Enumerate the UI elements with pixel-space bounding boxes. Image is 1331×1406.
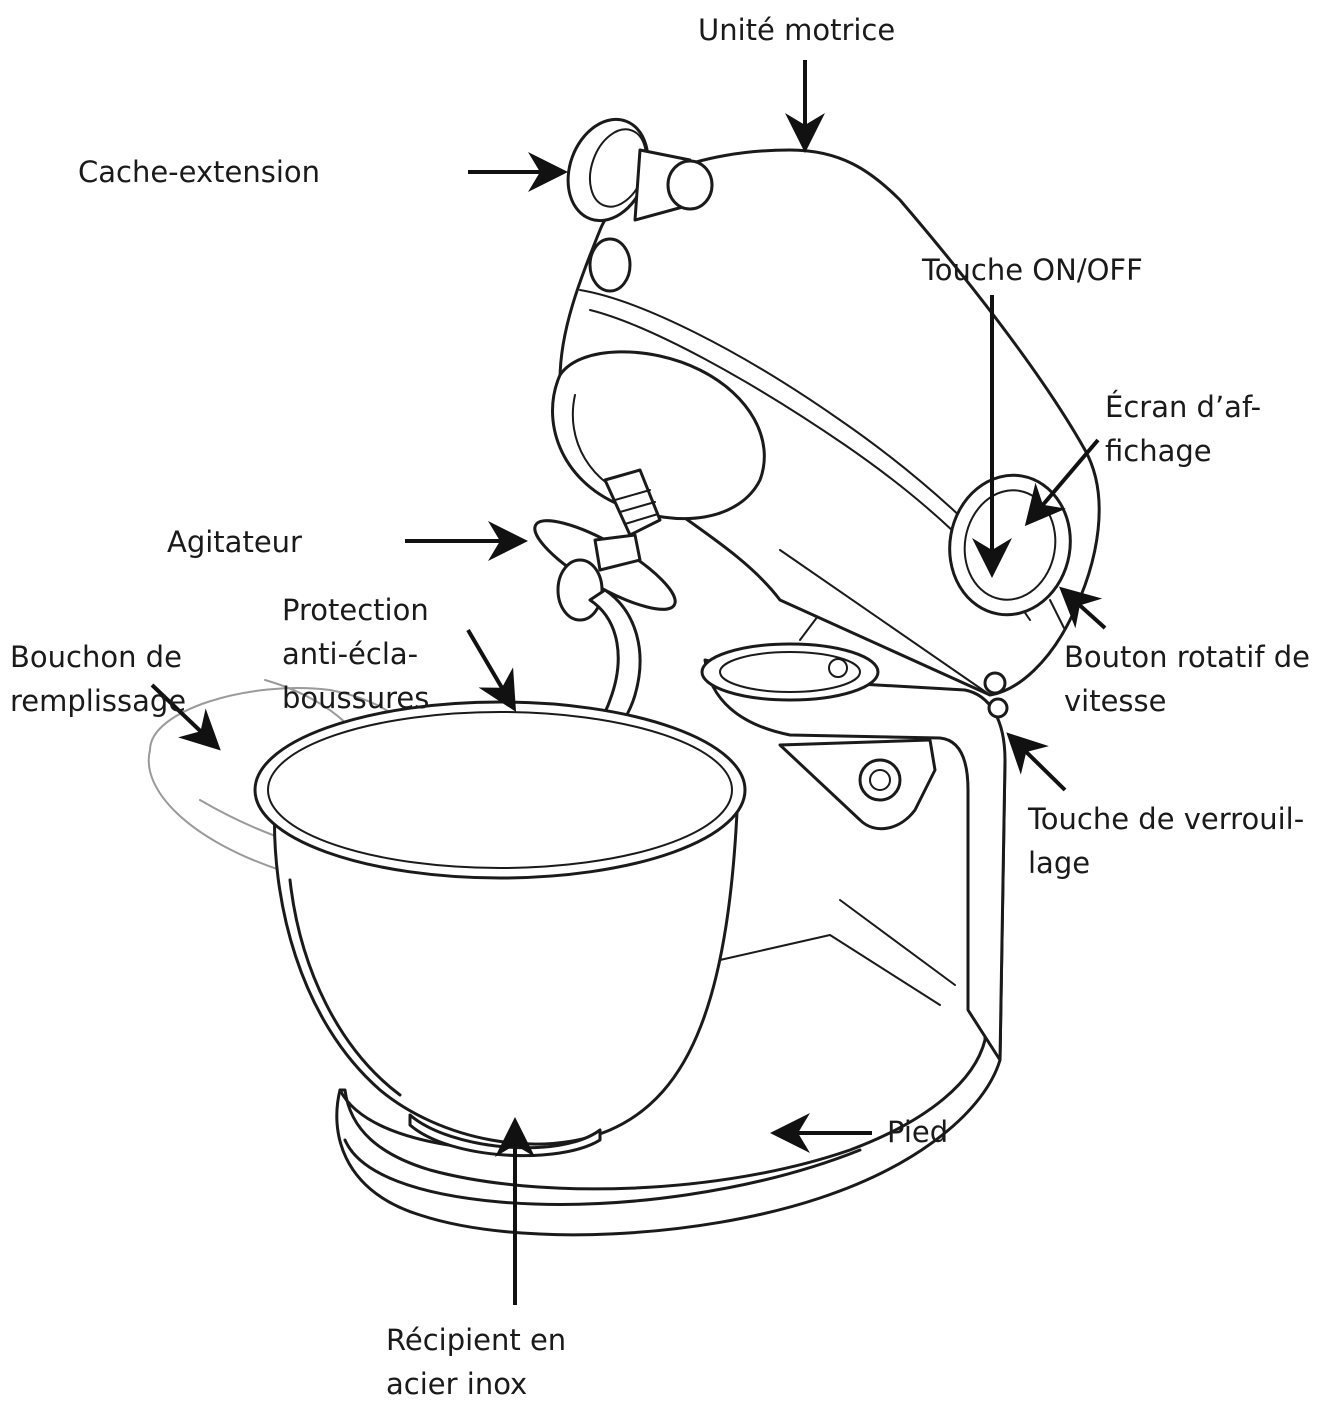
- extension-cover: [566, 117, 714, 293]
- label-lock-button: Touche de verrouil- lage: [1028, 802, 1305, 880]
- arrow-filler-cap: [150, 683, 221, 751]
- arrows: [150, 60, 1107, 1305]
- label-motor-unit: Unité motrice: [698, 13, 896, 47]
- mixer-column: [700, 599, 1007, 1062]
- arrow-splash-guard: [466, 628, 517, 712]
- arrow-speed-knob: [1059, 586, 1107, 630]
- label-filler-cap: Bouchon de remplissage: [10, 640, 187, 718]
- arrow-lock-button: [1006, 732, 1067, 792]
- arrow-display: [1024, 438, 1100, 527]
- label-bowl: Récipient en acier inox: [386, 1323, 567, 1401]
- bowl: [253, 700, 747, 1158]
- label-agitator: Agitateur: [167, 525, 302, 559]
- label-foot: Pied: [887, 1115, 949, 1149]
- label-extension-cover: Cache-extension: [78, 155, 321, 189]
- label-speed-knob: Bouton rotatif de vitesse: [1064, 640, 1311, 718]
- label-on-off-button: Touche ON/OFF: [922, 253, 1143, 287]
- label-splash-guard: Protection anti-écla- boussures: [282, 593, 430, 715]
- label-display: Écran d’af- fichage: [1105, 390, 1262, 468]
